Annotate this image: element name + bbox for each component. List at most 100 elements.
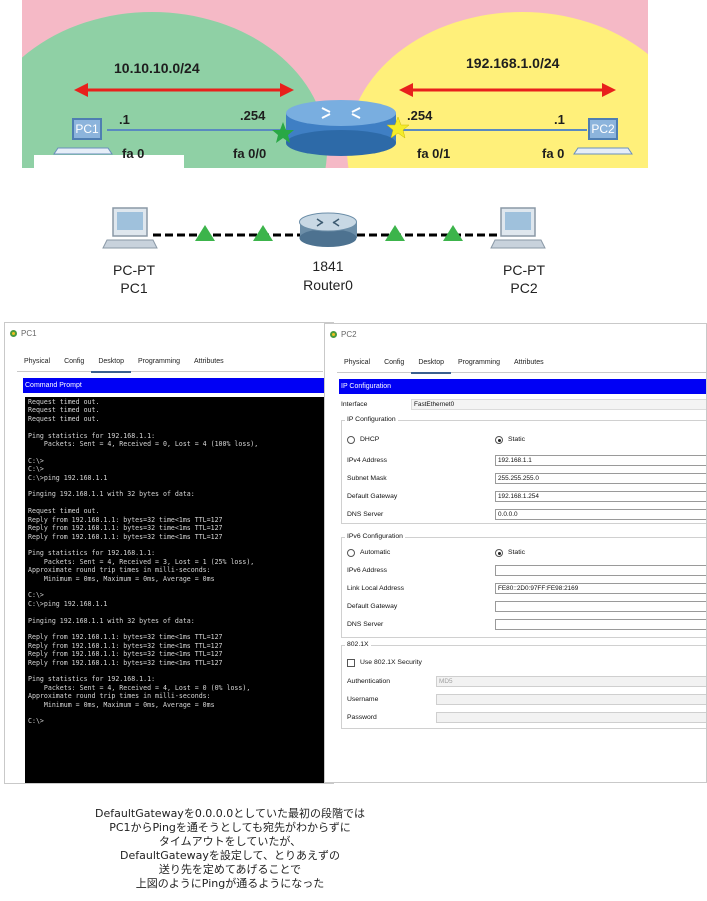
ipv6-automatic-radio[interactable] bbox=[347, 549, 355, 557]
pc1-icon: PC1 bbox=[72, 118, 102, 140]
console-line: Request timed out. bbox=[28, 507, 100, 516]
console-line: Packets: Sent = 4, Received = 3, Lost = … bbox=[28, 557, 255, 566]
left-arrow-head-right bbox=[280, 83, 294, 97]
caption-line: PC1からPingを通そうとしても宛先がわからずに bbox=[109, 821, 351, 834]
command-prompt-console[interactable]: Request timed out.Request timed out.Requ… bbox=[25, 397, 327, 783]
pc1-window[interactable]: PC1 Physical Config Desktop Programming … bbox=[4, 322, 334, 784]
subnet-mask-input[interactable]: 255.255.255.0 bbox=[495, 473, 706, 484]
console-line bbox=[28, 541, 324, 549]
interface-select[interactable]: FastEthernet0 bbox=[411, 399, 706, 410]
pc1-laptop-base bbox=[53, 147, 113, 155]
console-line bbox=[28, 448, 324, 456]
use-8021x-label: Use 802.1X Security bbox=[360, 659, 422, 666]
pc2-window[interactable]: PC2 Physical Config Desktop Programming … bbox=[324, 323, 707, 783]
ipv6-address-input[interactable] bbox=[495, 565, 706, 576]
console-line: C:\>ping 192.168.1.1 bbox=[28, 473, 108, 482]
link-status-triangle-icon bbox=[443, 225, 463, 241]
use-8021x-checkbox[interactable] bbox=[347, 659, 355, 667]
password-input[interactable] bbox=[436, 712, 706, 723]
link-local-address-input[interactable]: FE80::2D0:97FF:FE98:2169 bbox=[495, 583, 706, 594]
username-input[interactable] bbox=[436, 694, 706, 705]
console-line: C:\> bbox=[28, 591, 44, 600]
pc2-window-titlebar[interactable]: PC2 bbox=[325, 324, 706, 344]
ipv4-address-label: IPv4 Address bbox=[347, 457, 388, 464]
explanation-caption: DefaultGatewayを0.0.0.0としていた最初の段階では PC1から… bbox=[60, 807, 400, 891]
caption-line: タイムアウトをしていたが、 bbox=[158, 835, 302, 848]
pc1-tab-desktop[interactable]: Desktop bbox=[91, 355, 131, 373]
router-left-host-label: .254 bbox=[240, 108, 266, 123]
console-line: Reply from 192.168.1.1: bytes=32 time<1m… bbox=[28, 641, 223, 650]
pc2-host-label: .1 bbox=[554, 112, 565, 127]
command-prompt-titlebar: Command Prompt bbox=[23, 378, 333, 393]
pc1-window-title: PC1 bbox=[21, 328, 37, 338]
router-icon bbox=[286, 100, 396, 156]
pc1-host-label: .1 bbox=[119, 112, 130, 127]
router-name-label: Router0 bbox=[303, 277, 353, 293]
pc1-computer-icon[interactable] bbox=[102, 207, 158, 249]
ip-configuration-titlebar: IP Configuration bbox=[339, 379, 706, 394]
pc1-tab-config[interactable]: Config bbox=[64, 358, 85, 365]
packet-tracer-icon bbox=[330, 330, 337, 338]
right-port-star-icon bbox=[386, 116, 410, 139]
link-status-triangle-icon bbox=[385, 225, 405, 241]
ipv6-address-label: IPv6 Address bbox=[347, 567, 388, 574]
pc2-icon: PC2 bbox=[588, 118, 618, 140]
console-line: C:\>ping 192.168.1.1 bbox=[28, 599, 108, 608]
console-line: Minimum = 0ms, Maximum = 0ms, Average = … bbox=[28, 574, 215, 583]
console-line: Approximate round trip times in milli-se… bbox=[28, 566, 211, 575]
right-arrow-head-right bbox=[602, 83, 616, 97]
pc2-tab-desktop[interactable]: Desktop bbox=[411, 356, 451, 374]
ipv4-section-label: IP Configuration bbox=[345, 416, 398, 423]
pc1-name-label: PC1 bbox=[120, 280, 148, 296]
pc1-tabbar: Physical Config Desktop Programming Attr… bbox=[17, 355, 231, 373]
ipv4-address-input[interactable]: 192.168.1.1 bbox=[495, 455, 706, 466]
ipv6-dns-server-label: DNS Server bbox=[347, 621, 384, 628]
console-line: Request timed out. bbox=[28, 406, 100, 415]
dns-server-label: DNS Server bbox=[347, 511, 384, 518]
dhcp-label: DHCP bbox=[360, 436, 380, 443]
console-line: C:\> bbox=[28, 456, 44, 465]
pc2-tab-physical[interactable]: Physical bbox=[344, 359, 371, 366]
console-line: C:\> bbox=[28, 717, 44, 726]
pc1-window-titlebar[interactable]: PC1 bbox=[5, 323, 333, 343]
pc2-port-label: fa 0 bbox=[542, 146, 565, 161]
network-topology-diagram: 10.10.10.0/24 192.168.1.0/24 PC1 PC2 .1 … bbox=[22, 0, 648, 168]
dns-server-input[interactable]: 0.0.0.0 bbox=[495, 509, 706, 520]
default-gateway-label: Default Gateway bbox=[347, 493, 398, 500]
router-1841-icon[interactable] bbox=[299, 212, 358, 247]
console-line bbox=[28, 667, 324, 675]
console-line: Ping statistics for 192.168.1.1: bbox=[28, 549, 156, 558]
default-gateway-input[interactable]: 192.168.1.254 bbox=[495, 491, 706, 502]
pc2-tab-attributes[interactable]: Attributes bbox=[514, 359, 544, 366]
console-line: Ping statistics for 192.168.1.1: bbox=[28, 431, 156, 440]
authentication-select[interactable]: MD5 bbox=[436, 676, 706, 687]
console-line: Pinging 192.168.1.1 with 32 bytes of dat… bbox=[28, 490, 195, 499]
console-line: Reply from 192.168.1.1: bytes=32 time<1m… bbox=[28, 633, 223, 642]
pc2-tab-config[interactable]: Config bbox=[384, 359, 405, 366]
ipv6-automatic-label: Automatic bbox=[360, 549, 391, 556]
topology-background bbox=[22, 12, 648, 168]
interface-label: Interface bbox=[341, 401, 368, 408]
pc1-tab-attributes[interactable]: Attributes bbox=[194, 358, 224, 365]
pc1-tab-programming[interactable]: Programming bbox=[138, 358, 181, 365]
ipv6-static-radio[interactable] bbox=[495, 549, 503, 557]
password-label: Password bbox=[347, 714, 377, 721]
packet-tracer-icon bbox=[10, 329, 17, 337]
pc1-tab-physical[interactable]: Physical bbox=[24, 358, 51, 365]
pc2-computer-icon[interactable] bbox=[490, 207, 546, 249]
ipv6-static-label: Static bbox=[508, 549, 525, 556]
ipv6-dns-server-input[interactable] bbox=[495, 619, 706, 630]
caption-line: 送り先を定めてあげることで bbox=[158, 863, 302, 876]
link-status-triangle-icon bbox=[195, 225, 215, 241]
ipv6-default-gateway-input[interactable] bbox=[495, 601, 706, 612]
console-line: Request timed out. bbox=[28, 414, 100, 423]
console-line: Approximate round trip times in milli-se… bbox=[28, 692, 211, 701]
console-line: Packets: Sent = 4, Received = 4, Lost = … bbox=[28, 683, 251, 692]
pc2-tab-programming[interactable]: Programming bbox=[458, 359, 501, 366]
ipv4-static-radio[interactable] bbox=[495, 436, 503, 444]
dhcp-radio[interactable] bbox=[347, 436, 355, 444]
console-line: C:\> bbox=[28, 465, 44, 474]
ipv4-config-group bbox=[341, 420, 706, 524]
pc1-port-label: fa 0 bbox=[122, 146, 145, 161]
console-line bbox=[28, 709, 324, 717]
